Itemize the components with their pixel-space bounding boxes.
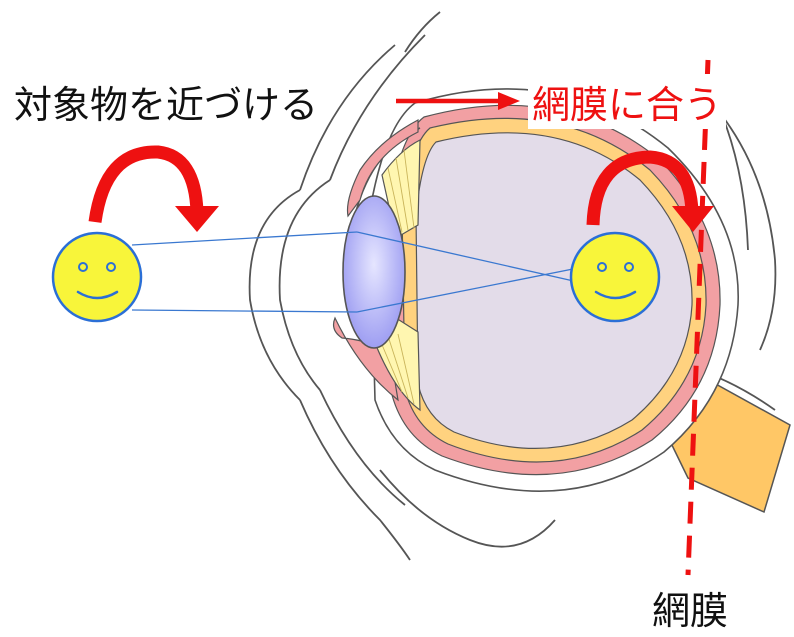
move-object-closer-label: 対象物を近づける: [14, 83, 319, 127]
focus-on-retina-label: 網膜に合う: [528, 74, 727, 129]
light-rays: [131, 231, 579, 313]
lens: [342, 195, 406, 349]
curved-arrow-icon: [586, 150, 714, 232]
smiley-face-icon: [51, 231, 143, 323]
smiley-image-icon: [569, 231, 661, 323]
retina-dashed-line: [685, 59, 711, 576]
retina-label: 網膜: [652, 589, 729, 633]
iris-upper: [346, 119, 419, 218]
right-arrow-icon: [396, 92, 520, 110]
curved-arrow-icon: [88, 145, 219, 232]
